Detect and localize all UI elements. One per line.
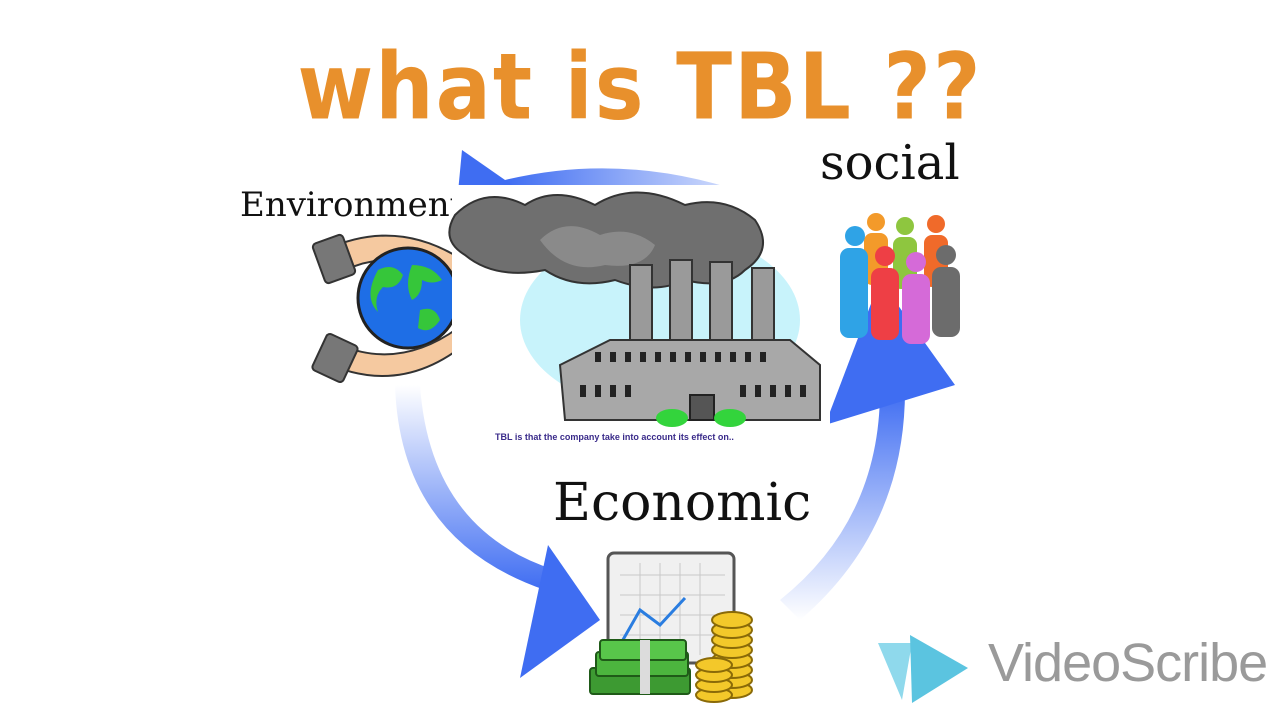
arrowhead-left (520, 545, 600, 678)
person-gray (932, 245, 960, 337)
factory-caption: TBL is that the company take into accoun… (495, 432, 734, 442)
arrow-left (395, 385, 555, 590)
arrowhead-right (825, 280, 955, 425)
person-blue (840, 226, 868, 338)
environment-label: Environment (240, 185, 464, 225)
coin-stacks (695, 611, 753, 703)
social-label: social (820, 135, 960, 191)
arrow-right (780, 390, 905, 620)
money-bills (589, 639, 691, 695)
person-purple (902, 252, 930, 344)
brand-name: VideoScribe (988, 633, 1268, 693)
person-red (871, 246, 899, 340)
economic-label: Economic (553, 473, 812, 533)
page-title: what is TBL ?? (297, 34, 983, 141)
arrow-top (505, 168, 800, 232)
